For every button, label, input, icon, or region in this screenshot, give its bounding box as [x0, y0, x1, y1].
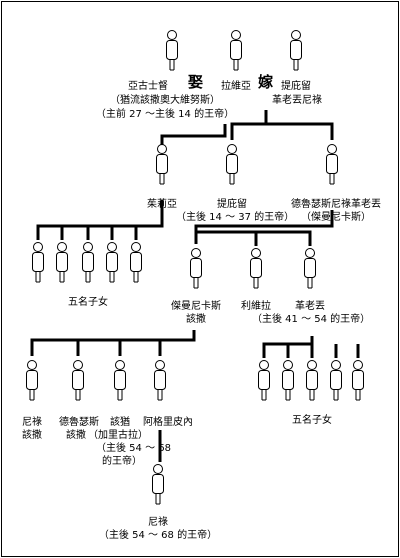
label-caligula-reign-1: （主後 54 ～ 68	[96, 443, 171, 454]
label-tiberius: 提庇留	[217, 199, 247, 210]
label-caligula-reign-2: 的王帝）	[102, 456, 142, 467]
person-agrippina	[154, 360, 166, 401]
label-drusus: 德魯瑟斯尼祿革老丟	[291, 199, 381, 210]
person-child-4	[106, 242, 118, 283]
label-drusus-caesar: 德魯瑟斯	[59, 417, 99, 428]
label-nero: 尼祿	[148, 517, 168, 528]
person-nero-caesar	[26, 360, 38, 401]
label-germanicus-alias: （傑曼尼卡斯）	[301, 212, 371, 223]
connector-germanicus-children	[30, 330, 196, 356]
person-child-3	[82, 242, 94, 283]
person-drusus	[326, 144, 338, 185]
person-child-2	[56, 242, 68, 283]
connector-tiberius-drusus	[230, 110, 334, 140]
label-livilla: 利維拉	[241, 301, 271, 312]
label-agrippina: 阿格里皮內	[143, 417, 193, 428]
person-tiberius-elder	[290, 30, 302, 71]
label-agrippa: 亞古士督	[128, 81, 168, 92]
person-drusus-caesar	[72, 360, 84, 401]
label-germanicus: 傑曼尼卡斯	[171, 301, 221, 312]
label-drusus-caesar-2: 該撒	[66, 430, 86, 441]
person-agrippa	[166, 30, 178, 71]
label-augustus-alias: （猶流該撒奧大維努斯）	[110, 95, 220, 106]
label-married: 娶	[188, 73, 204, 91]
label-tiberius-reign: （主後 14 ～ 37 的王帝）	[176, 212, 295, 223]
person-claudius	[304, 248, 316, 289]
label-laodice: 拉維亞	[221, 81, 251, 92]
person-c-child-5	[352, 360, 364, 401]
label-julia: 茱莉亞	[147, 199, 177, 210]
person-laodice	[230, 30, 242, 71]
person-c-child-4	[330, 360, 342, 401]
person-julia	[156, 144, 168, 185]
label-nero-caesar: 尼祿	[22, 417, 42, 428]
label-wed: 嫁	[258, 73, 274, 91]
person-child-1	[32, 242, 44, 283]
person-caligula	[114, 360, 126, 401]
person-livilla	[250, 248, 262, 289]
person-c-child-3	[306, 360, 318, 401]
label-tigranes-elder: 革老丟尼祿	[272, 95, 322, 106]
label-germanicus-caesar: 該撒	[186, 314, 206, 325]
label-nero-caesar-2: 該撒	[22, 430, 42, 441]
label-caligula: 該猶	[110, 417, 130, 428]
label-tiberius-father: 提庇留	[281, 81, 311, 92]
label-nero-reign: （主後 54 ～ 68 的王帝）	[98, 530, 218, 541]
connector-julia-children	[36, 200, 164, 240]
connectors	[30, 110, 360, 462]
person-tiberius	[226, 144, 238, 185]
label-five-children-right: 五名子女	[292, 415, 332, 426]
label-five-children-left: 五名子女	[68, 297, 108, 308]
person-germanicus	[190, 248, 202, 289]
connector-drusus-children	[194, 210, 334, 246]
label-claudius-reign: （主後 41 ～ 54 的王帝）	[252, 314, 371, 325]
label-claudius: 革老丟	[295, 301, 325, 312]
person-child-5	[130, 242, 142, 283]
connector-agrippa-julia	[160, 124, 227, 150]
person-c-child-2	[282, 360, 294, 401]
connector-claudius-children	[262, 336, 360, 358]
person-c-child-1	[258, 360, 270, 401]
label-augustus-reign: （主前 27 ～主後 14 的王帝）	[95, 109, 235, 120]
person-nero	[152, 464, 164, 505]
label-caligula-alias: （加里古拉）	[88, 430, 148, 441]
